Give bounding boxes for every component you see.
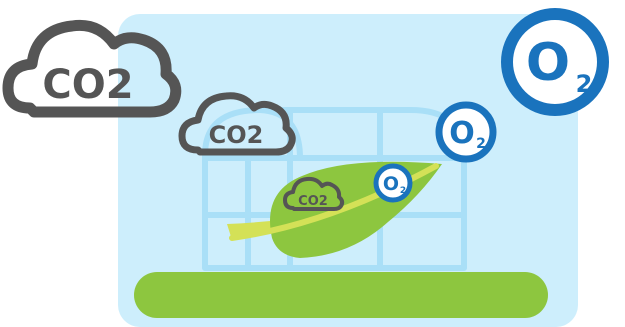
co2-label-large: CO2 xyxy=(42,62,133,108)
ground-bar xyxy=(134,272,548,318)
o2-sub-medium: 2 xyxy=(476,136,486,152)
o2-label-large: O xyxy=(526,33,570,93)
o2-bubble-icon-small: O 2 xyxy=(376,166,410,200)
co2-label-small: CO2 xyxy=(298,194,328,209)
o2-bubble-icon-medium: O 2 xyxy=(439,105,493,159)
o2-label-medium: O xyxy=(449,116,475,151)
o2-bubble-icon-large: O 2 xyxy=(507,14,603,110)
o2-sub-small: 2 xyxy=(400,186,406,196)
o2-label-small: O xyxy=(383,173,399,195)
o2-sub-large: 2 xyxy=(576,70,593,98)
co2-label-medium: CO2 xyxy=(209,121,264,149)
